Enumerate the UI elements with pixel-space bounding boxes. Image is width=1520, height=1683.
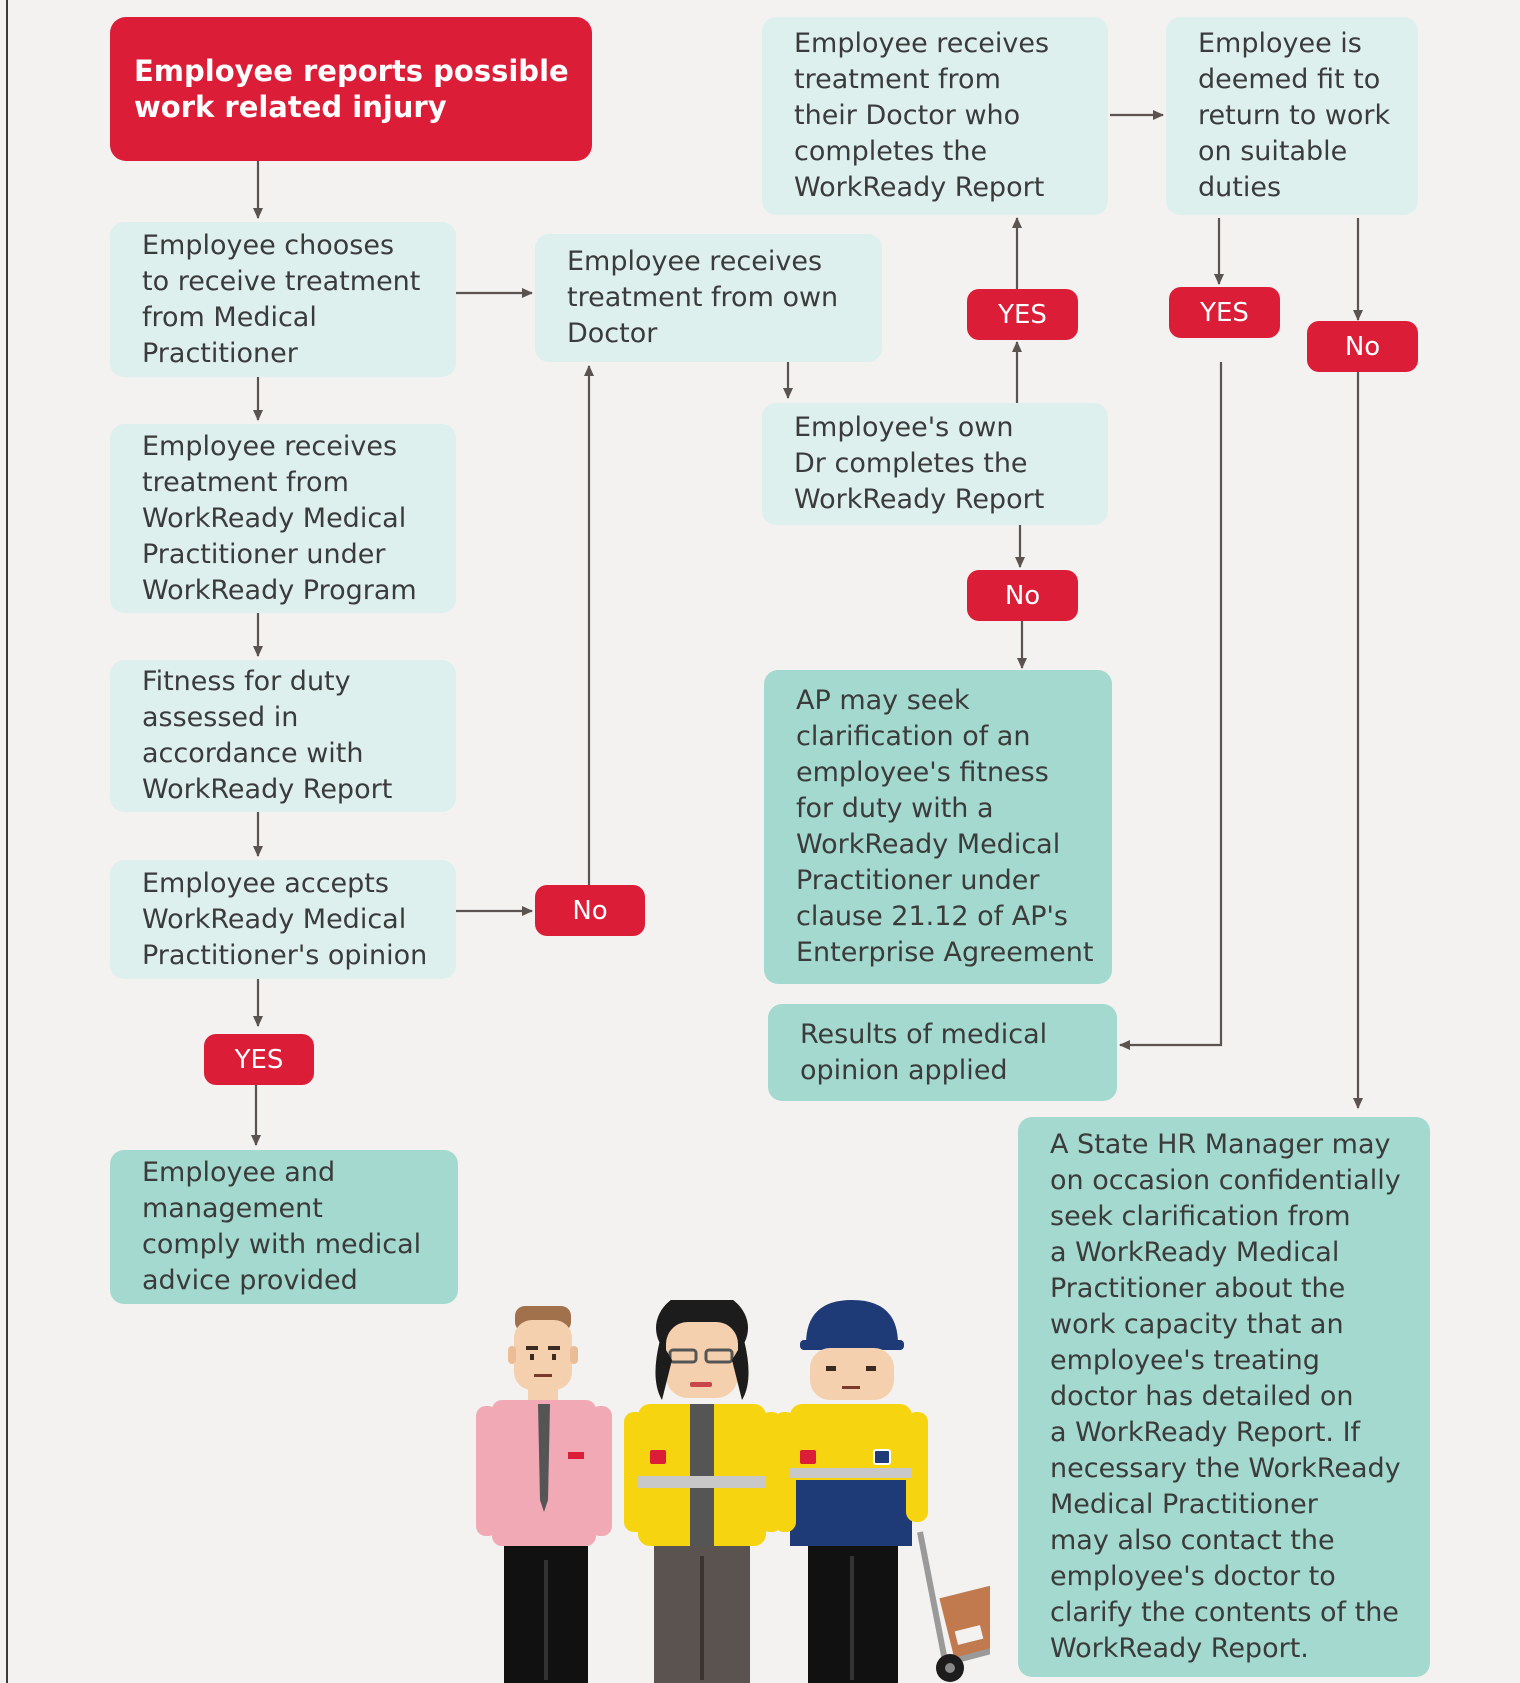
no-accept-badge: No	[535, 885, 645, 936]
doctor-completes-report-box: Employee receives treatment from their D…	[762, 17, 1108, 215]
man-in-pink-shirt-icon	[476, 1306, 612, 1683]
comply-advice-box: Employee and management comply with medi…	[110, 1150, 458, 1304]
accepts-opinion-box: Employee accepts WorkReady Medical Pract…	[110, 860, 456, 979]
yes-report-badge: YES	[967, 289, 1078, 340]
no-fit-badge: No	[1307, 321, 1418, 372]
postal-worker-with-trolley-icon	[774, 1300, 990, 1683]
fit-to-return-box: Employee is deemed fit to return to work…	[1166, 17, 1418, 215]
arrow-yes-to-results	[1119, 362, 1223, 1050]
results-applied-box: Results of medical opinion applied	[768, 1004, 1117, 1101]
start-box: Employee reports possible work related i…	[110, 17, 592, 161]
workers-illustration-icon	[476, 1300, 990, 1683]
own-doctor-treatment-box: Employee receives treatment from own Doc…	[535, 234, 882, 362]
yes-accept-badge: YES	[204, 1034, 314, 1085]
left-border-line	[6, 0, 8, 1683]
ap-clarification-box: AP may seek clarification of an employee…	[764, 670, 1112, 984]
yes-fit-badge: YES	[1169, 287, 1280, 338]
fitness-assessed-box: Fitness for duty assessed in accordance …	[110, 660, 456, 812]
state-hr-box: A State HR Manager may on occasion confi…	[1018, 1117, 1430, 1677]
woman-in-hi-vis-vest-icon	[624, 1300, 782, 1683]
choose-medical-box: Employee chooses to receive treatment fr…	[110, 222, 456, 377]
workready-treatment-box: Employee receives treatment from WorkRea…	[110, 424, 456, 613]
own-dr-completes-box: Employee's own Dr completes the WorkRead…	[762, 403, 1108, 525]
no-report-badge: No	[967, 570, 1078, 621]
